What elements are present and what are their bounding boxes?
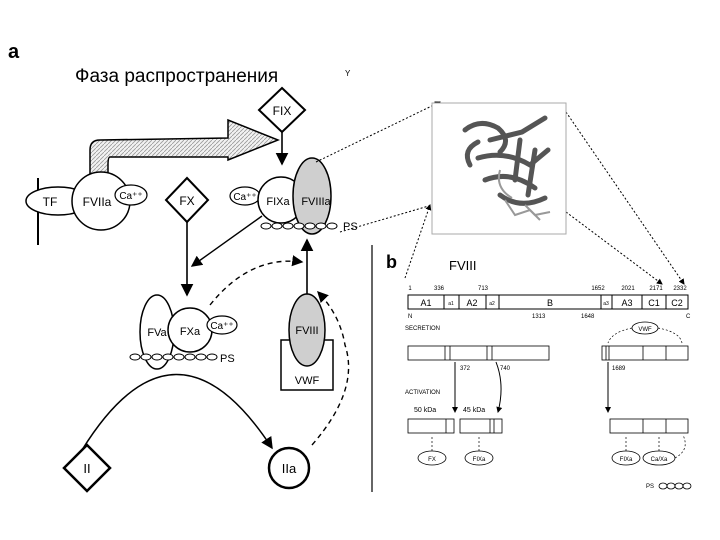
ps-b-label: PS: [646, 484, 654, 490]
fva-label: FVa: [147, 327, 167, 339]
domain-a2-acidic: a2: [489, 301, 495, 307]
domain-a3-acidic: a3: [603, 301, 609, 307]
fixa-label: FIXa: [266, 196, 290, 208]
caxa-binding: Ca/Xa: [642, 435, 676, 466]
fva-fxa-complex: FVa FXa Ca⁺⁺ PS: [129, 294, 238, 370]
panel-b-title: FVIII: [449, 258, 476, 273]
secretion-light-chain: [601, 345, 689, 361]
domain-a2: A2: [466, 298, 477, 308]
fxa-label: FXa: [180, 326, 201, 338]
ca-label-2: Ca⁺⁺: [233, 192, 256, 203]
panel-b-label: b: [386, 252, 397, 272]
projection-line-4: [565, 111, 685, 285]
domain-b: B: [547, 298, 553, 308]
fixa-binding-1: FIXa: [464, 435, 494, 466]
pos-2171: 2171: [649, 286, 663, 292]
fxa-to-fviii-dashed-arrow: [209, 255, 304, 306]
pos-740: 740: [500, 366, 511, 372]
ca-ion-3: [206, 315, 238, 335]
ps-label-top: PS: [343, 221, 358, 233]
fviii-domain-bar: [407, 294, 689, 310]
fix-node: FIX: [257, 86, 307, 134]
cleave-740-arrow: [495, 361, 503, 413]
pos-1: 1: [408, 286, 412, 292]
activation-fragment-a1: [407, 418, 455, 434]
fx-binding: FX: [417, 435, 447, 466]
vwf-label: VWF: [295, 375, 320, 387]
vwf-b-label: VWF: [638, 327, 652, 333]
caxa-b-label: Ca/Xa: [651, 457, 668, 463]
pos-336: 336: [434, 286, 445, 292]
iia-label: IIa: [282, 461, 297, 476]
activation-label: ACTIVATION: [405, 390, 440, 396]
secretion-label: SECRETION: [405, 326, 440, 332]
panel-a-title: Фаза распространения: [75, 66, 278, 87]
fviii-label: FVIII: [295, 325, 318, 337]
ii-label: II: [83, 461, 90, 476]
fviia-label: FVIIa: [83, 195, 112, 209]
ps-membrane-top: [260, 222, 338, 230]
ca-label-3: Ca⁺⁺: [210, 321, 233, 332]
ps-membrane-b: [658, 482, 692, 490]
ii-node: II: [62, 443, 112, 493]
fixa-binding-2: FIXa: [611, 435, 641, 466]
pos-372: 372: [460, 366, 471, 372]
fixa-fviiia-complex: Ca⁺⁺ FIXa FVIIIa PS: [229, 157, 358, 235]
domain-c2: C2: [671, 298, 683, 308]
fx-b-label: FX: [428, 457, 436, 463]
tf-fviia-complex: TF FVIIa Ca⁺⁺: [25, 171, 148, 231]
tf-label: TF: [43, 195, 58, 209]
projection-line-3: [404, 204, 432, 279]
domain-c1: C1: [648, 298, 660, 308]
ps-membrane-mid: [129, 353, 218, 361]
fx-node: FX: [164, 176, 210, 224]
pos-713: 713: [478, 286, 489, 292]
protein-structure-image: [431, 102, 567, 235]
ca-ion-1: [114, 184, 148, 206]
cleavage-1648: 1648: [581, 314, 595, 320]
projection-line-1: [315, 101, 441, 163]
activation-fragment-a2: [459, 418, 503, 434]
fx-label: FX: [179, 194, 194, 208]
ps-binding-link: [674, 434, 686, 459]
pos-1652: 1652: [591, 286, 605, 292]
iia-node: IIa: [267, 446, 311, 490]
panel-a-title-mark: Y: [345, 69, 351, 78]
fix-label: FIX: [273, 104, 292, 118]
ps-label-mid: PS: [220, 353, 235, 365]
pos-2332: 2332: [673, 286, 687, 292]
activation-light-chain: [609, 418, 689, 434]
domain-a3: A3: [621, 298, 632, 308]
projection-line-5: [565, 211, 663, 285]
kda-50: 50 kDa: [414, 407, 436, 414]
fixa-to-fxa-arrow: [190, 215, 263, 267]
pos-1689: 1689: [612, 366, 626, 372]
ii-to-iia-arrow: [81, 373, 273, 451]
terminal-c: C: [686, 314, 691, 320]
ca-label-1: Ca⁺⁺: [119, 191, 142, 202]
fixa-b-label-2: FIXa: [620, 457, 633, 463]
panel-a-label: a: [8, 41, 20, 63]
kda-45: 45 kDa: [463, 407, 485, 414]
big-hatched-arrow: [89, 118, 281, 206]
domain-a1-acidic: a1: [448, 301, 454, 307]
fixa-b-label-1: FIXa: [473, 457, 486, 463]
terminal-n: N: [408, 314, 412, 320]
fviiia-node: [292, 157, 332, 235]
fviiia-label: FVIIIa: [301, 196, 331, 208]
pos-2021: 2021: [621, 286, 635, 292]
secretion-heavy-chain: [407, 345, 550, 361]
domain-a1: A1: [420, 298, 431, 308]
fviii-vwf-complex: FVIII VWF: [280, 293, 334, 391]
iia-to-fviii-dashed-arrow: [311, 290, 350, 446]
vwf-binding: VWF: [607, 321, 683, 344]
cleavage-1313: 1313: [532, 314, 546, 320]
